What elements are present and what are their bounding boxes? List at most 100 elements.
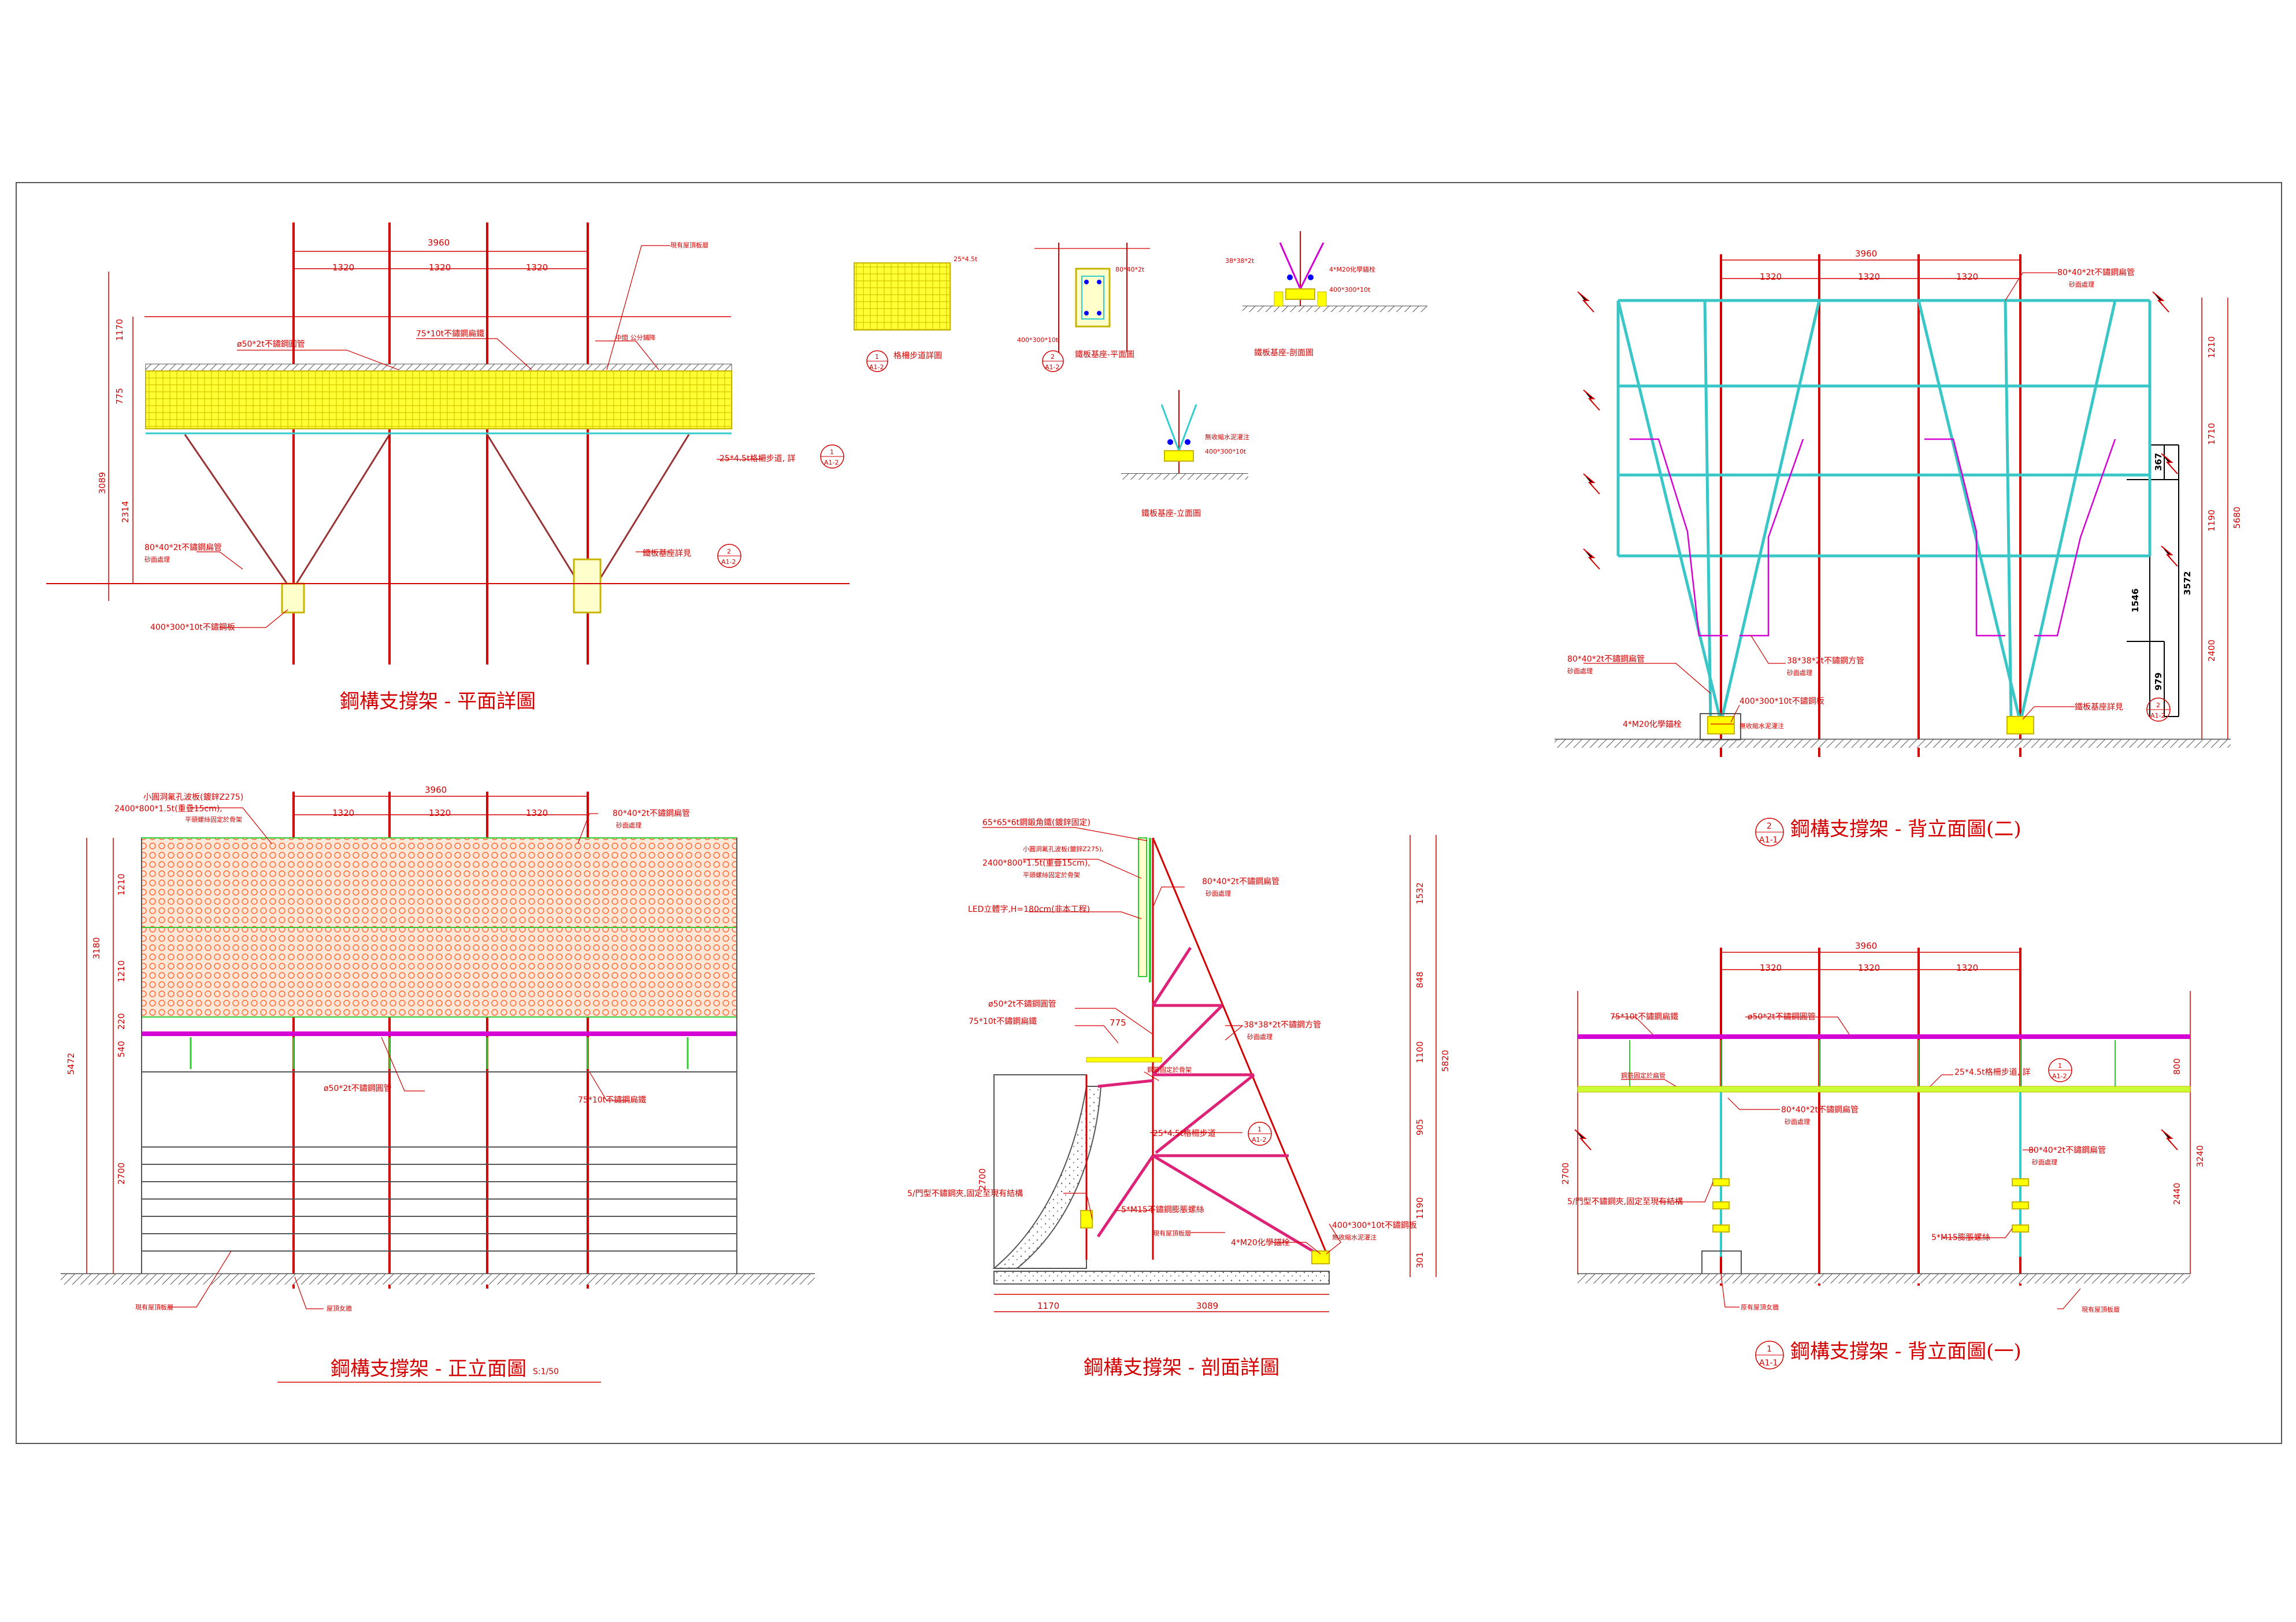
sec-note-panel3: 平頭螺絲固定於骨架 — [1023, 871, 1080, 879]
back2-tag-base-num: 2 — [2156, 701, 2160, 709]
sec-dim-775: 775 — [1110, 1018, 1126, 1028]
sec-tag-grate-sheet: A1-2 — [1252, 1136, 1267, 1144]
plan-tag-step-num: 1 — [830, 448, 834, 456]
plan-dim-bay2: 1320 — [429, 262, 451, 273]
sec-dim-905: 905 — [1415, 1119, 1425, 1135]
plan-note-tile: 中間 公分鋪降 — [615, 333, 656, 342]
back2-note-sq38: 38*38*2t不鏽鋼方管 — [1787, 656, 1864, 666]
front-dim-bay3: 1320 — [526, 808, 548, 818]
back2-tag-sheet: A1-1 — [1759, 836, 1778, 845]
back1-note-roof: 現有屋頂板層 — [2082, 1305, 2120, 1313]
sec-tag-grate-num: 1 — [1258, 1126, 1262, 1133]
detail-base-elev-label-f: 無收縮水泥灌注 — [1205, 433, 1249, 441]
back1-note-m15: 5*M15膨脹螺絲 — [1931, 1233, 1990, 1242]
sec-note-led: LED立體字,H=180cm(非本工程) — [968, 905, 1090, 914]
detail-base-section-title: 鐵板基座-剖面圖 — [1254, 348, 1314, 358]
sec-note-fix: 鋼筋固定於骨架 — [1147, 1066, 1192, 1074]
plan-note-rect80: 80*40*2t不鏽鋼扁管 — [144, 543, 222, 552]
back2-title: 鋼構支撐架 - 背立面圖(二) — [1790, 818, 2021, 841]
back1-tag-sheet: A1-1 — [1759, 1359, 1778, 1368]
front-note-roof: 現有屋頂板層 — [135, 1303, 173, 1311]
back2-note-rect80: 80*40*2t不鏽鋼扁管 — [2057, 268, 2135, 277]
front-dim-5472: 5472 — [66, 1053, 76, 1075]
detail-base-elev: 無收縮水泥灌注 400*300*10t 鐵板基座-立面圖 — [1121, 390, 1249, 518]
front-note-panel1: 小圓洞氟孔波板(鍍鋅Z275) — [143, 792, 243, 802]
back1-note-clamp: 5/門型不鏽鋼夾,固定至現有結構 — [1567, 1197, 1683, 1207]
sec-dim-1532: 1532 — [1415, 882, 1425, 904]
sec-note-roof: 現有屋頂板層 — [1153, 1229, 1191, 1237]
sec-note-panel2: 2400*800*1.5t(重疊15cm), — [982, 859, 1090, 868]
back2-note-sand: 砂面處理 — [2069, 280, 2094, 288]
sec-note-flat75: 75*10t不鏽鋼扁鐵 — [969, 1016, 1037, 1026]
sec-dim-848: 848 — [1415, 971, 1425, 988]
plan-leaders — [196, 245, 763, 628]
sec-note-m20: 4*M20化學錨栓 — [1231, 1238, 1290, 1248]
front-scale: S:1/50 — [533, 1367, 559, 1376]
sheet-border — [16, 182, 2282, 1444]
back2-tag-num: 2 — [1767, 822, 1772, 831]
back2-dim-979: 979 — [2153, 673, 2164, 691]
back-elevation-2: 3960 1320 1320 1320 1210 1710 1190 2400 … — [1555, 248, 2242, 847]
back1-dim-total: 3960 — [1855, 941, 1877, 951]
detail-step-title: 格柵步道詳圖 — [893, 351, 942, 361]
sec-dim-1190: 1190 — [1415, 1197, 1425, 1219]
front-elevation: 3960 1320 1320 1320 1210 1210 220 540 27… — [61, 785, 815, 1383]
front-dim-2700: 2700 — [116, 1163, 127, 1185]
back1-title: 鋼構支撐架 - 背立面圖(一) — [1790, 1340, 2021, 1363]
front-dim-220: 220 — [116, 1013, 127, 1030]
plan-dimensions — [108, 251, 731, 601]
plan-roof-parapet — [145, 363, 732, 372]
plan-dim-bay3: 1320 — [526, 262, 548, 273]
detail-base-tag-sheet: A1-2 — [1045, 363, 1060, 371]
back1-note-flat75: 75*10t不鏽鋼扁鐵 — [1610, 1012, 1678, 1022]
plan-dim-775: 775 — [114, 388, 125, 404]
back2-dim-3572: 3572 — [2182, 571, 2193, 595]
back2-note-m20: 4*M20化學錨栓 — [1623, 720, 1682, 729]
detail-base-plan: 400*300*10t 80*40*2t 2 A1-2 鐵板基座-平面圖 — [1017, 243, 1150, 372]
plan-grating-walkway — [145, 370, 732, 429]
section-title: 鋼構支撐架 - 剖面詳圖 — [1084, 1356, 1279, 1379]
back2-tag-base-sheet: A1-2 — [2150, 712, 2165, 719]
plan-note-roof: 現有屋頂板層 — [670, 241, 709, 249]
back1-dim-2700: 2700 — [1560, 1163, 1571, 1185]
back2-note-plate: 400*300*10t不鏽鋼板 — [1739, 697, 1824, 706]
front-note-rect80: 80*40*2t不鏽鋼扁管 — [613, 809, 690, 818]
plan-note-plate: 400*300*10t不鏽鋼板 — [150, 623, 235, 632]
detail-step-tag-sheet: A1-2 — [869, 363, 884, 371]
detail-step-tag-num: 1 — [875, 353, 879, 361]
sec-note-panel1: 小圓洞氟孔波板(鍍鋅Z275), — [1023, 845, 1104, 853]
plan-note-pipe50: ø50*2t不鏽鋼圓管 — [237, 340, 305, 349]
back2-dim-1710: 1710 — [2206, 423, 2217, 445]
front-note-pipe50: ø50*2t不鏽鋼圓管 — [324, 1084, 392, 1093]
detail-base-plan-title: 鐵板基座-平面圖 — [1075, 350, 1134, 359]
back1-dim-bay1: 1320 — [1760, 963, 1782, 973]
sec-note-clamp: 5/門型不鏽鋼夾,固定至現有結構 — [907, 1189, 1023, 1198]
back1-note-pipe50: ø50*2t不鏽鋼圓管 — [1748, 1012, 1816, 1022]
plan-dim-1170: 1170 — [114, 319, 125, 341]
plan-note-grate: 25*4.5t格柵步道, 詳 — [719, 454, 795, 463]
back1-tag-grate-sheet: A1-2 — [2052, 1072, 2067, 1080]
sec-note-rect80: 80*40*2t不鏽鋼扁管 — [1202, 877, 1279, 886]
back1-note-fix: 鋼筋固定於扁管 — [1621, 1071, 1666, 1079]
sec-note-sand: 砂面處理 — [1206, 889, 1231, 897]
front-note-sand: 砂面處理 — [616, 821, 641, 829]
back1-tag-grate-num: 1 — [2058, 1062, 2062, 1070]
sec-note-sand2: 砂面處理 — [1247, 1033, 1273, 1041]
sec-dim-301: 301 — [1415, 1252, 1425, 1268]
sec-note-angle: 65*65*6t鋼鍛角鐵(鍍鋅固定) — [982, 818, 1090, 827]
sec-dim-2700: 2700 — [977, 1168, 988, 1190]
section-detail: 1532 848 1100 905 1190 301 5820 2700 117… — [907, 818, 1451, 1379]
back2-dim-367: 367 — [2153, 453, 2164, 471]
plan-dim-total: 3960 — [428, 237, 450, 248]
detail-base-section: 4*M20化學錨栓 400*300*10t 38*38*2t 鐵板基座-剖面圖 — [1225, 231, 1427, 358]
detail-step-label-a: 25*4.5t — [954, 255, 978, 263]
back1-tag-num: 1 — [1767, 1345, 1772, 1354]
sec-note-sq38: 38*38*2t不鏽鋼方管 — [1244, 1020, 1321, 1030]
plan-grid — [292, 222, 589, 665]
sec-dim-3089: 3089 — [1196, 1301, 1218, 1311]
detail-base-plan-label-b: 400*300*10t — [1017, 336, 1059, 344]
back2-note-mortar: 無收縮水泥灌注 — [1739, 722, 1784, 730]
detail-base-section-label-c: 4*M20化學錨栓 — [1329, 265, 1375, 273]
plan-tag-base-num: 2 — [727, 548, 731, 555]
